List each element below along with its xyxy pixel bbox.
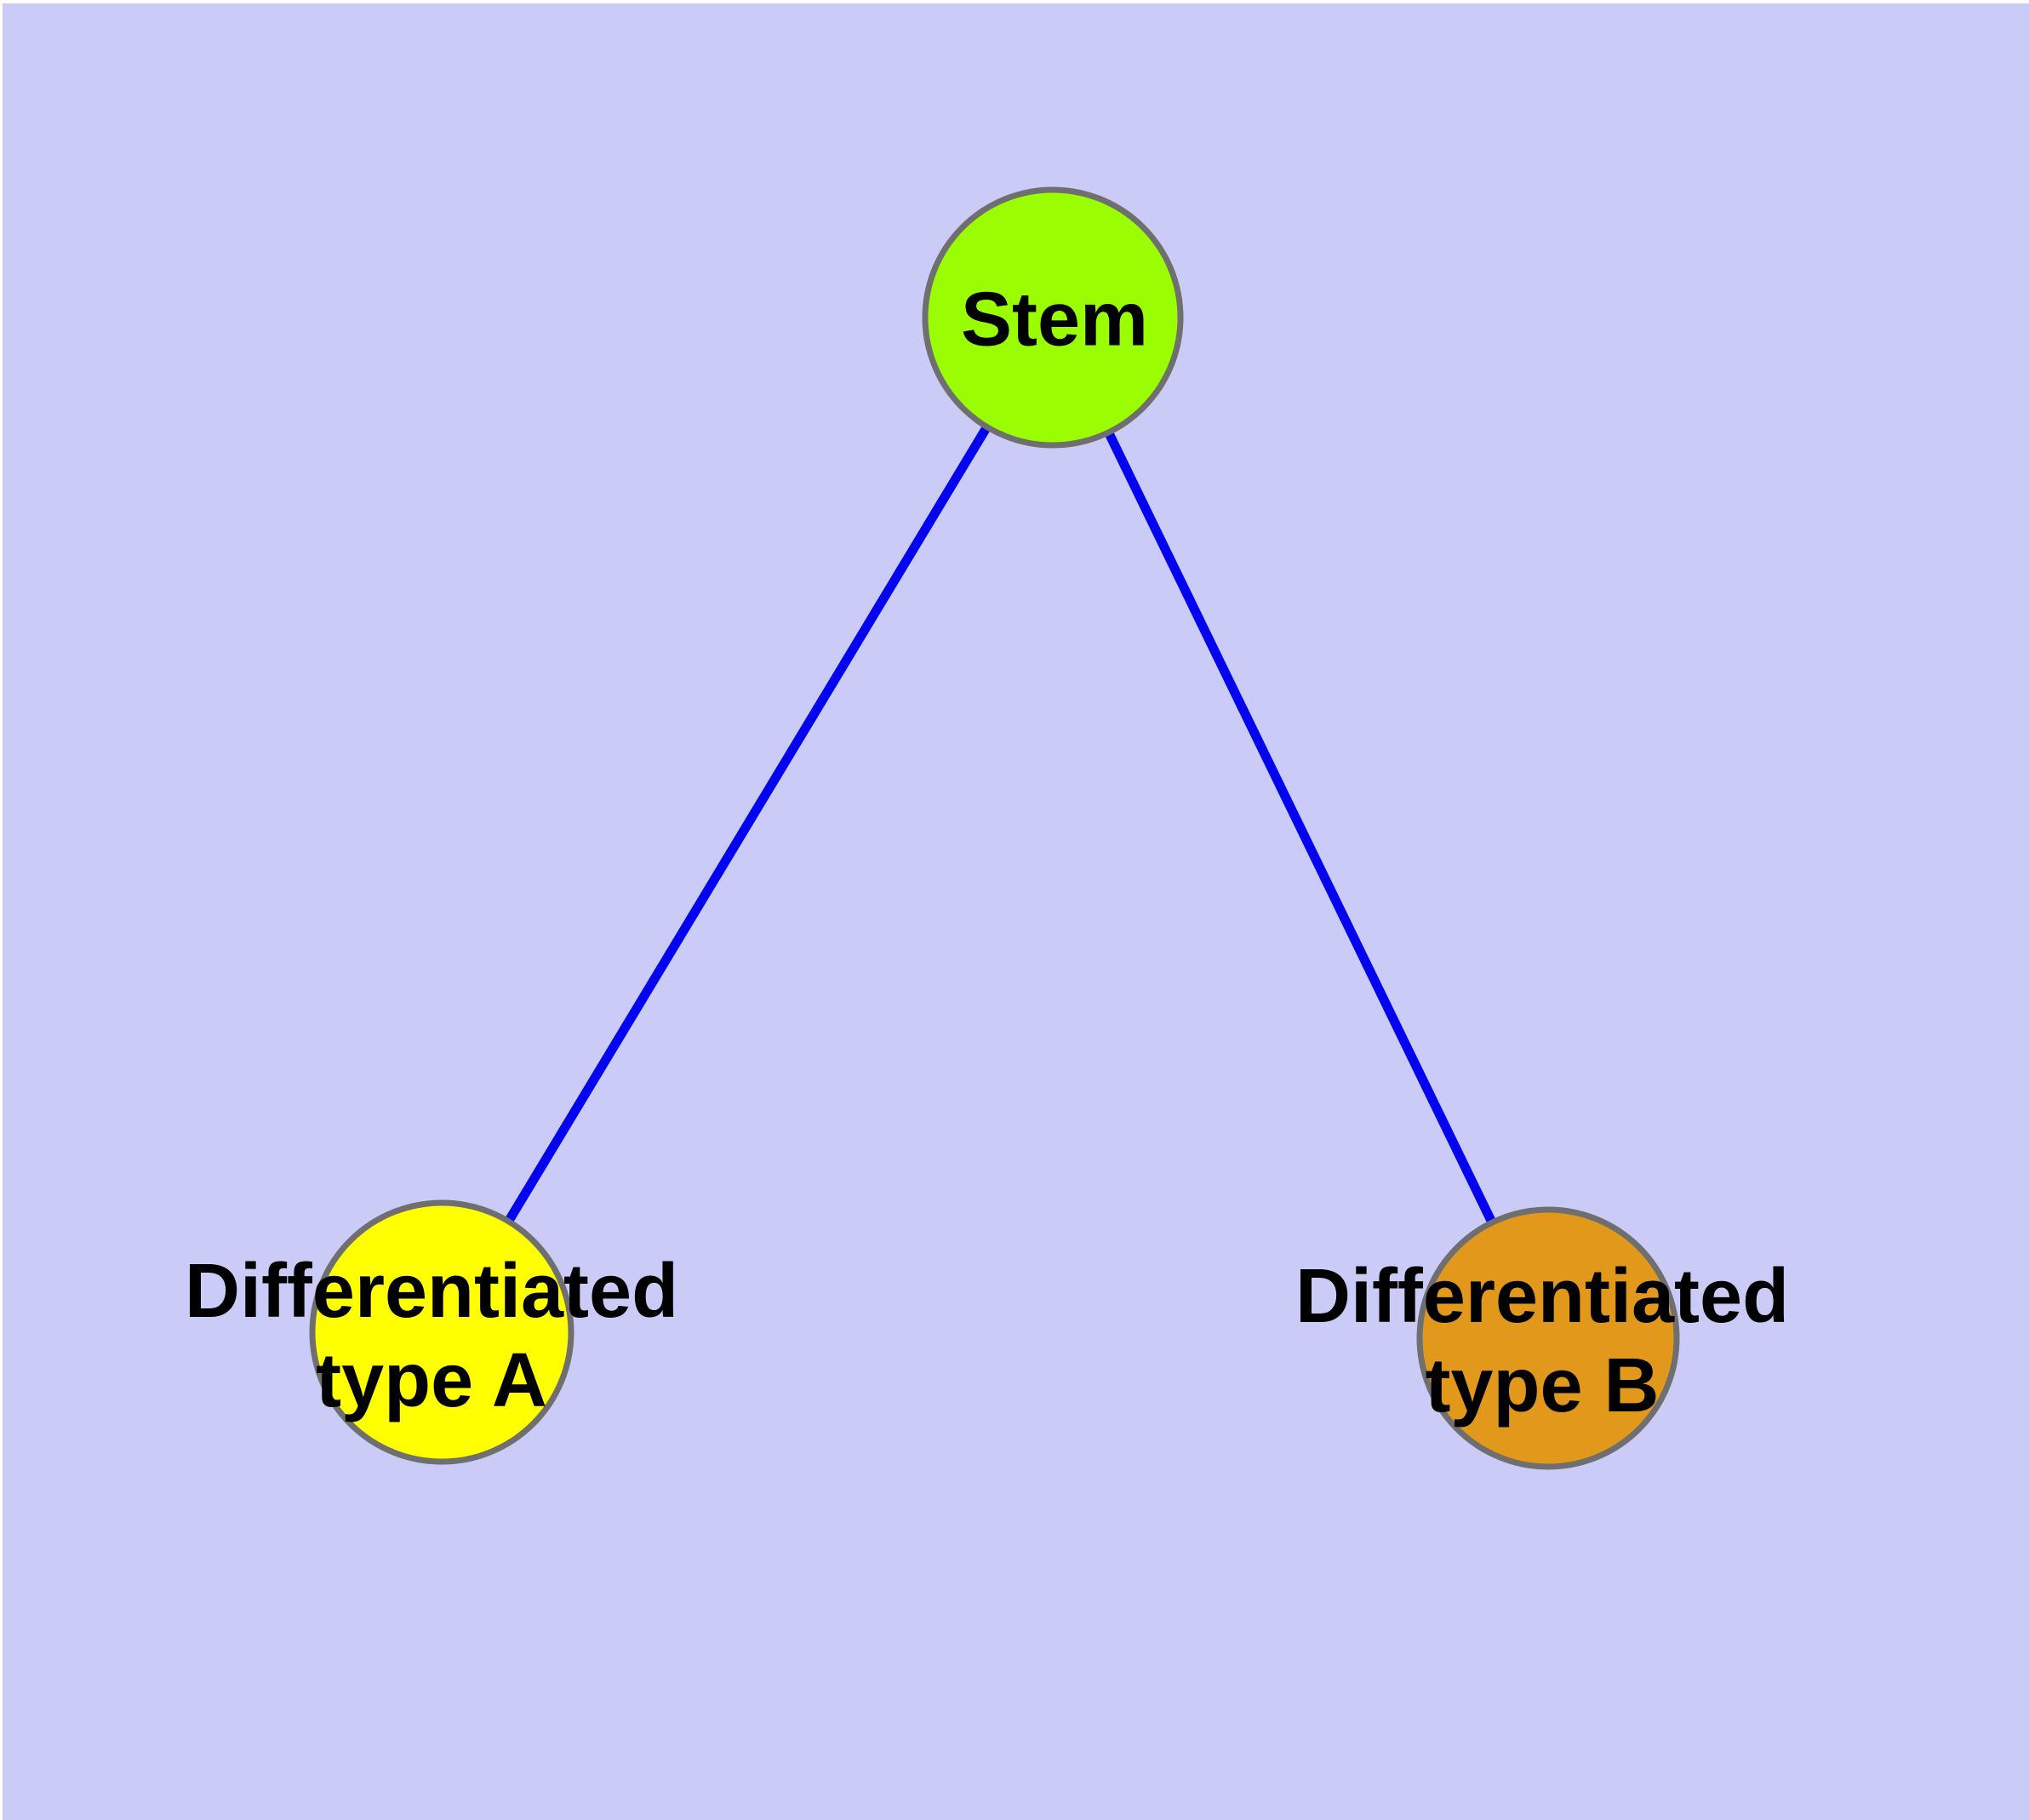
edge-stem-to-type-a (437, 315, 1057, 1335)
node-stem-circle[interactable] (922, 186, 1184, 449)
node-type-b-circle[interactable] (1416, 1206, 1680, 1470)
edge-stem-to-type-b (1049, 315, 1552, 1341)
node-type-a-circle[interactable] (309, 1199, 574, 1465)
